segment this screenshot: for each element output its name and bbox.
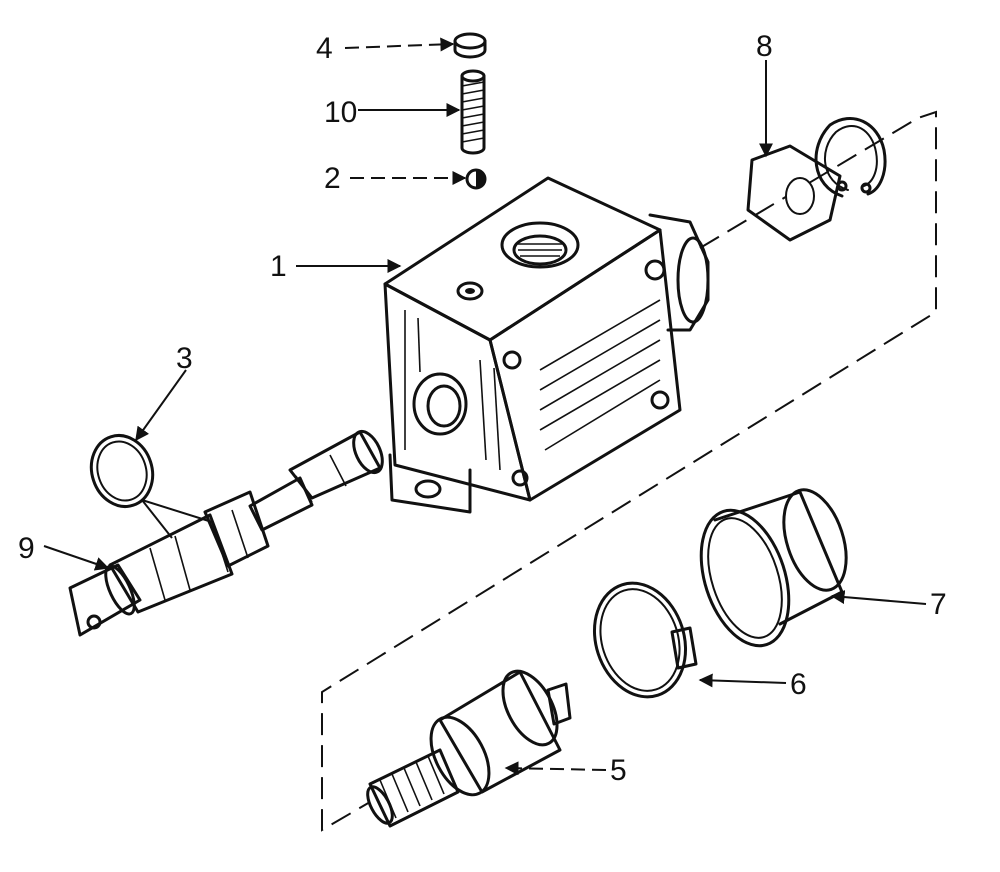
label-7: 7 — [930, 588, 947, 621]
label-10: 10 — [324, 96, 357, 129]
callout-labels: 4 10 2 1 8 3 9 7 6 5 — [18, 30, 947, 787]
part-5-solenoid — [366, 669, 572, 828]
part-8-plate — [746, 144, 842, 242]
label-8: 8 — [756, 30, 773, 63]
part-9-spool — [68, 429, 384, 637]
label-3: 3 — [176, 342, 193, 375]
label-9: 9 — [18, 532, 35, 565]
label-6: 6 — [790, 668, 807, 701]
assembly-axes — [321, 110, 937, 832]
label-2: 2 — [324, 162, 341, 195]
part-10-threaded-pin — [460, 69, 486, 155]
label-4: 4 — [316, 32, 333, 65]
label-5: 5 — [610, 754, 627, 787]
part-3-o-ring — [89, 434, 155, 508]
part-7-sleeve — [699, 488, 848, 648]
part-6-clamp — [592, 581, 698, 699]
leader-lines — [43, 37, 927, 776]
label-1: 1 — [270, 250, 287, 283]
retaining-ring — [814, 117, 887, 198]
part-2-ball — [465, 168, 487, 190]
part-4-cap — [453, 32, 487, 59]
part-1-valve-body — [383, 176, 710, 514]
